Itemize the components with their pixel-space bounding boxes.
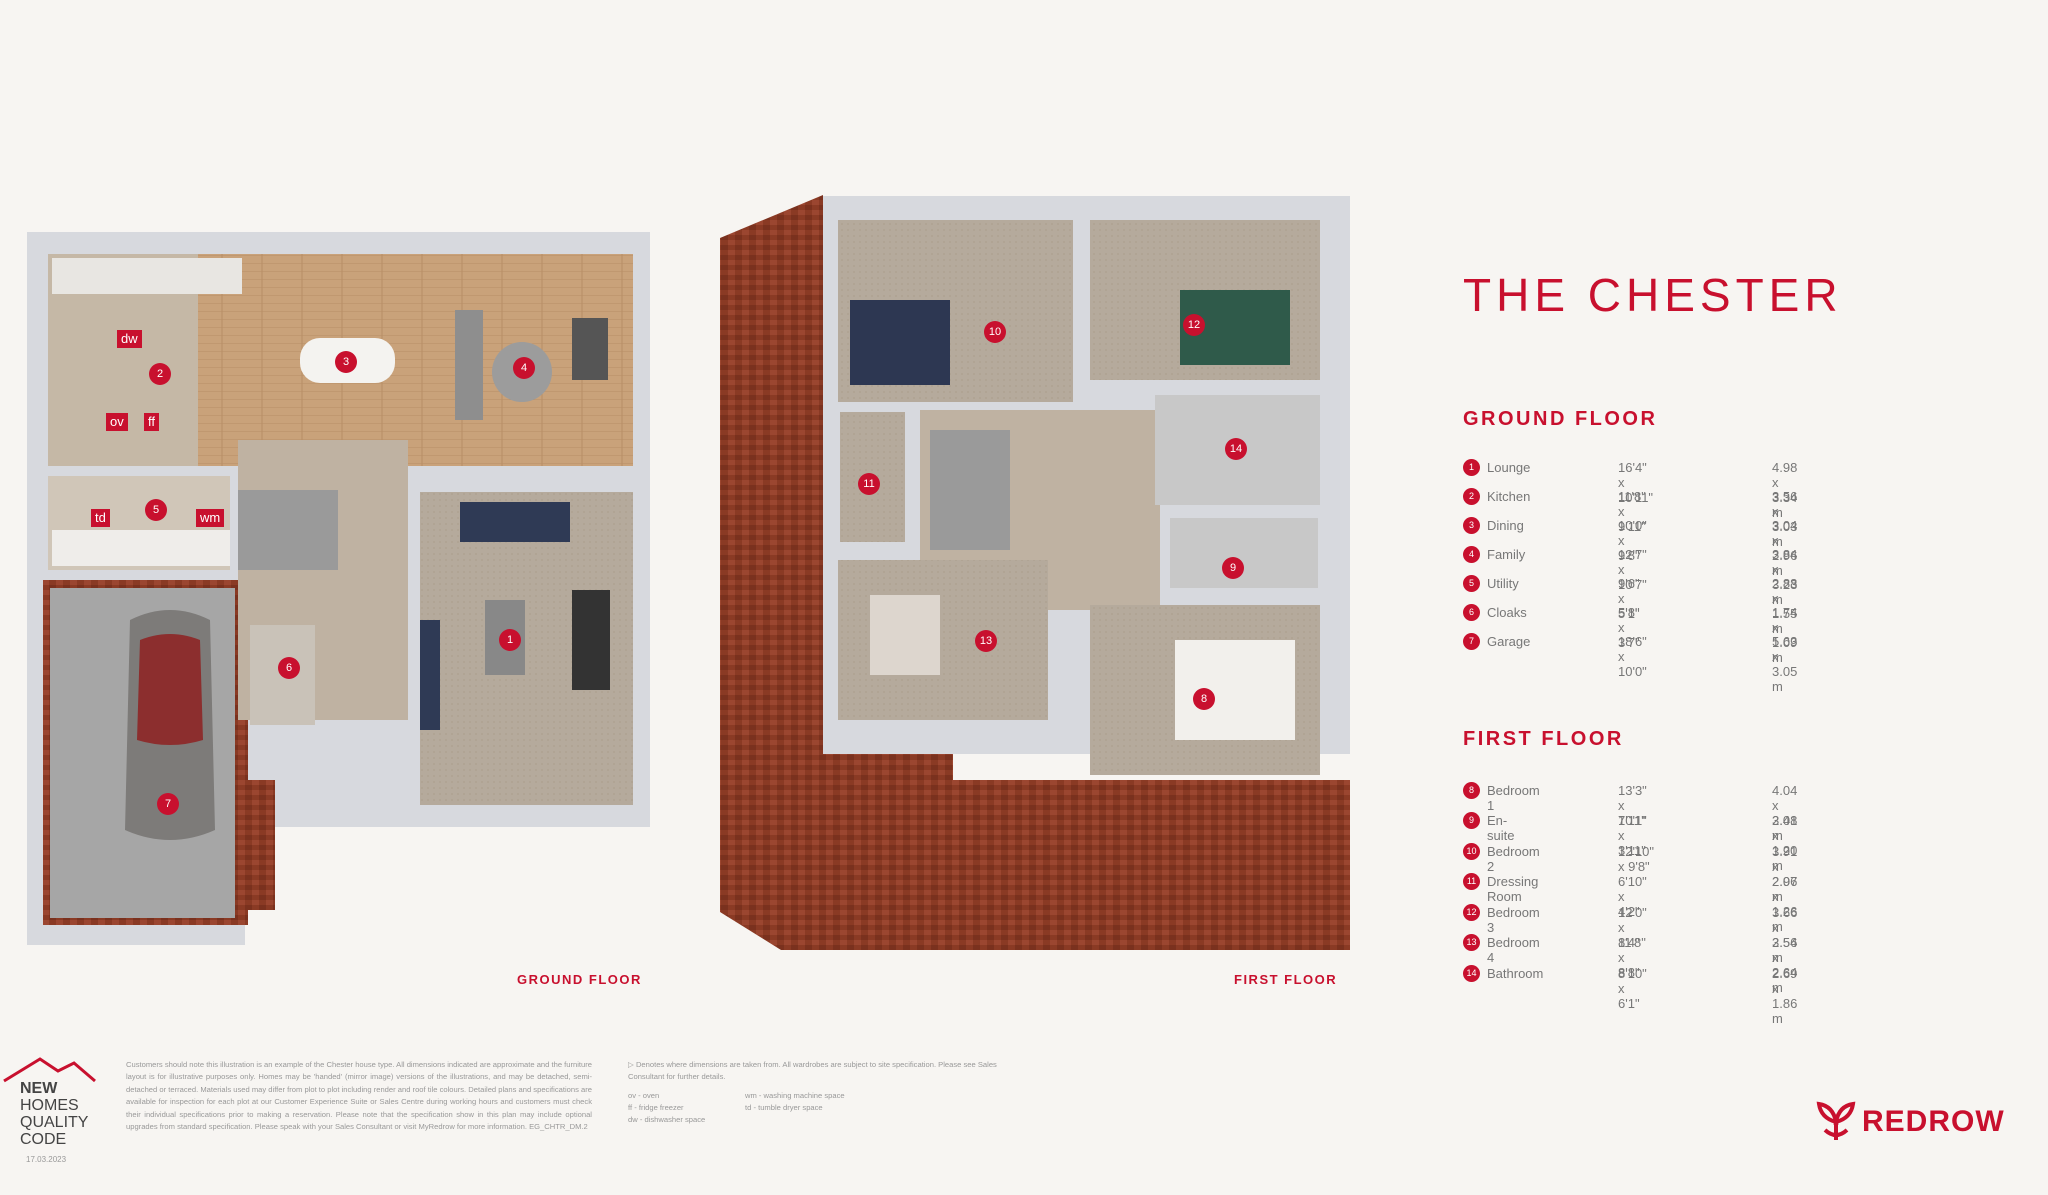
nhqc-line-1: NEW — [20, 1080, 58, 1097]
room-number-badge: 5 — [1463, 575, 1480, 592]
plan-marker-11: 11 — [858, 473, 880, 495]
ground-floor-heading: GROUND FLOOR — [1463, 408, 1658, 430]
room-metric: 3.66 x 2.54 m — [1772, 905, 1798, 965]
room-metric: 3.91 x 2.96 m — [1772, 844, 1798, 904]
ground-floor-plan-label: GROUND FLOOR — [517, 972, 642, 987]
room-imperial: 5'8" x 3'7" — [1618, 605, 1640, 650]
room-number-badge: 12 — [1463, 904, 1480, 921]
redrow-flower-icon — [1816, 1101, 1856, 1140]
first-floor-heading: FIRST FLOOR — [1463, 728, 1624, 750]
disclaimer-text: Customers should note this illustration … — [126, 1060, 593, 1132]
dimension-note: ▷ Denotes where dimensions are taken fro… — [628, 1060, 997, 1082]
room-name: Cloaks — [1487, 605, 1527, 620]
room-metric: 2.69 x 1.86 m — [1772, 966, 1798, 1026]
room-imperial: 8'10" x 6'1" — [1618, 966, 1647, 1011]
room-metric: 2.41 x 1.20 m — [1772, 813, 1798, 873]
plan-marker-7: 7 — [157, 793, 179, 815]
fridge-freezer-tag: ff — [144, 413, 159, 431]
room-name: En-suite — [1487, 813, 1515, 843]
room-metric: 3.04 x 2.96 m — [1772, 518, 1798, 578]
nhqc-line-3: QUALITY — [20, 1114, 89, 1131]
room-metric: 2.88 x 1.55 m — [1772, 576, 1798, 636]
room-imperial: 6'10" x 4'2" — [1618, 874, 1647, 919]
room-name: Bedroom 2 — [1487, 844, 1540, 874]
room-name: Bedroom 4 — [1487, 935, 1540, 965]
room-metric: 4.98 x 3.34 m — [1772, 460, 1798, 520]
page-title: THE CHESTER — [1463, 269, 1843, 321]
room-name: Family — [1487, 547, 1526, 562]
room-number-badge: 6 — [1463, 604, 1480, 621]
room-number-badge: 11 — [1463, 873, 1480, 890]
plan-marker-6: 6 — [278, 657, 300, 679]
first-floor-plan-label: FIRST FLOOR — [1234, 972, 1338, 987]
first-floor-plan — [720, 195, 1350, 950]
abbreviation-item: ff - fridge freezer — [628, 1103, 684, 1112]
abbreviation-item: wm - washing machine space — [745, 1091, 845, 1100]
plan-marker-3: 3 — [335, 351, 357, 373]
room-imperial: 13'3" x 10'1" — [1618, 783, 1647, 828]
room-metric: 5.63 x 3.05 m — [1772, 634, 1798, 694]
abbreviation-item: dw - dishwasher space — [628, 1115, 706, 1124]
plan-marker-14: 14 — [1225, 438, 1247, 460]
washing-machine-tag: wm — [196, 509, 225, 527]
nhqc-wordmark: NEW HOMES QUALITY CODE — [20, 1080, 88, 1148]
room-metric: 3.56 x 3.03 m — [1772, 489, 1798, 549]
room-name: Utility — [1487, 576, 1519, 591]
room-number-badge: 3 — [1463, 517, 1480, 534]
room-name: Kitchen — [1487, 489, 1531, 504]
room-imperial: 16'4" x 10'11" — [1618, 460, 1654, 505]
plan-marker-8: 8 — [1193, 688, 1215, 710]
abbreviation-item: td - tumble dryer space — [745, 1103, 823, 1112]
oven-tag: ov — [106, 413, 128, 431]
room-number-badge: 13 — [1463, 934, 1480, 951]
room-name: Bedroom 3 — [1487, 905, 1540, 935]
redrow-logo-text: REDROW — [1862, 1105, 2005, 1138]
room-name: Bathroom — [1487, 966, 1544, 981]
room-imperial: 12'0" x 8'4" — [1618, 905, 1647, 950]
nhqc-logo — [0, 1055, 100, 1175]
plan-marker-4: 4 — [513, 357, 535, 379]
room-number-badge: 8 — [1463, 782, 1480, 799]
room-metric: 3.84 x 3.23 m — [1772, 547, 1798, 607]
room-metric: 4.04 x 3.08 m — [1772, 783, 1798, 843]
plan-marker-1: 1 — [499, 629, 521, 651]
room-name: Lounge — [1487, 460, 1531, 475]
room-name: Dining — [1487, 518, 1524, 533]
room-imperial: 11'8" x 8'8" — [1618, 935, 1646, 980]
room-imperial: 10'0" x 9'8" — [1618, 518, 1647, 563]
room-imperial: 11'8" x 9'11" — [1618, 489, 1646, 534]
room-name: Garage — [1487, 634, 1531, 649]
nhqc-line-2: HOMES — [20, 1097, 79, 1114]
plan-marker-12: 12 — [1183, 314, 1205, 336]
room-number-badge: 14 — [1463, 965, 1480, 982]
room-name: Dressing Room — [1487, 874, 1539, 904]
plan-marker-10: 10 — [984, 321, 1006, 343]
abbreviation-item: ov - oven — [628, 1091, 660, 1100]
room-metric: 1.74 x 1.09 m — [1772, 605, 1798, 665]
issue-date: 17.03.2023 — [26, 1155, 67, 1164]
room-imperial: 12'7" x 10'7" — [1618, 547, 1647, 592]
room-imperial: 18'6" x 10'0" — [1618, 634, 1647, 679]
plan-marker-9: 9 — [1222, 557, 1244, 579]
nhqc-line-4: CODE — [20, 1131, 67, 1148]
room-number-badge: 10 — [1463, 843, 1480, 860]
room-number-badge: 4 — [1463, 546, 1480, 563]
house-roof-icon — [3, 1057, 96, 1083]
plan-marker-2: 2 — [149, 363, 171, 385]
room-imperial: 9'6" x 5'1" — [1618, 576, 1640, 621]
room-imperial: 12'10" x 9'8" — [1618, 844, 1655, 874]
room-number-badge: 9 — [1463, 812, 1480, 829]
room-imperial: 7'11" x 3'11" — [1618, 813, 1646, 858]
room-metric: 2.07 x 1.26 m — [1772, 874, 1798, 934]
room-number-badge: 2 — [1463, 488, 1480, 505]
tumble-dryer-tag: td — [91, 509, 110, 527]
room-metric: 3.56 x 2.64 m — [1772, 935, 1798, 995]
plan-marker-5: 5 — [145, 499, 167, 521]
dishwasher-tag: dw — [117, 330, 142, 348]
room-name: Bedroom 1 — [1487, 783, 1540, 813]
plan-marker-13: 13 — [975, 630, 997, 652]
room-number-badge: 7 — [1463, 633, 1480, 650]
room-number-badge: 1 — [1463, 459, 1480, 476]
